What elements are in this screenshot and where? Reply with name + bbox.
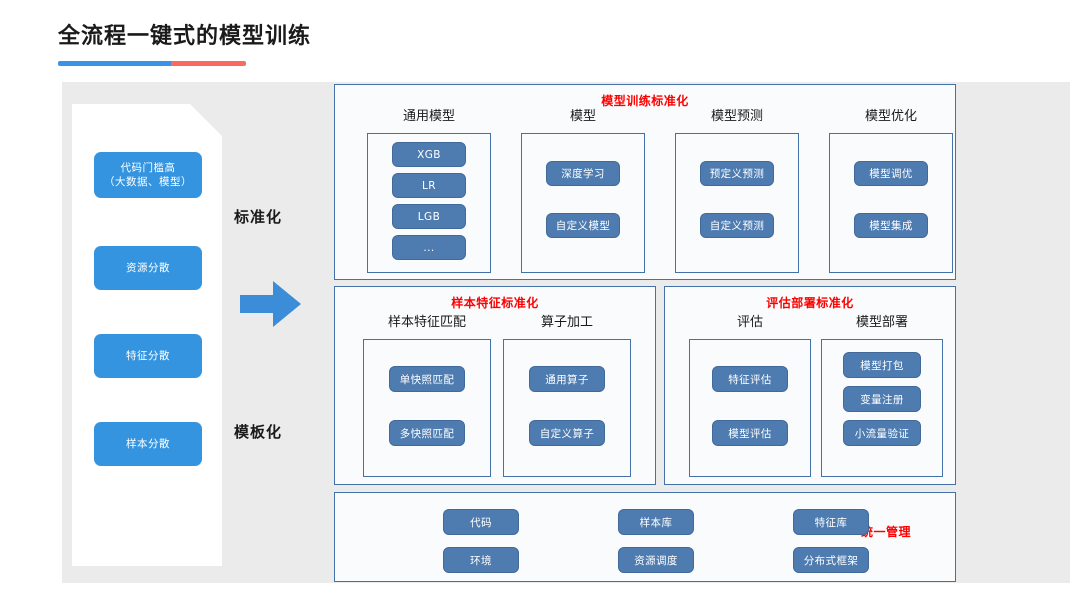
pain-point-label-line2: （大数据、模型） xyxy=(104,176,192,188)
panel-model-training: 模型训练标准化 通用模型 XGB LR LGB ... 模型 深度学习 自定义模… xyxy=(334,84,956,280)
infra-chip-sample-store[interactable]: 样本库 xyxy=(618,509,694,535)
panel-sample-feature: 样本特征标准化 样本特征匹配 单快照匹配 多快照匹配 算子加工 通用算子 自定义… xyxy=(334,286,656,485)
column-heading: 模型优化 xyxy=(864,109,917,124)
title-underline-rule xyxy=(58,61,246,66)
infra-chip-code[interactable]: 代码 xyxy=(443,509,519,535)
infrastructure-chip-grid: 代码 样本库 特征库 环境 资源调度 分布式框架 xyxy=(443,509,923,573)
column-box: 深度学习 自定义模型 xyxy=(521,133,645,273)
stage-label-standardize: 标准化 xyxy=(234,208,283,226)
column-heading: 模型部署 xyxy=(855,315,908,330)
infra-chip-resource-scheduling[interactable]: 资源调度 xyxy=(618,547,694,573)
pain-point-chip[interactable]: 样本分散 xyxy=(94,422,202,466)
model-chip-lgb[interactable]: LGB xyxy=(392,204,466,229)
column-box: 预定义预测 自定义预测 xyxy=(675,133,799,273)
column-box: XGB LR LGB ... xyxy=(367,133,491,273)
pain-points-card: 代码门槛高 （大数据、模型） 资源分散 特征分散 样本分散 xyxy=(72,104,222,566)
prediction-chip-custom[interactable]: 自定义预测 xyxy=(700,213,774,238)
column-heading: 模型预测 xyxy=(710,109,763,124)
stage-label-templatize: 模板化 xyxy=(234,423,283,441)
column-heading: 通用模型 xyxy=(402,109,455,124)
column-general-models: 通用模型 XGB LR LGB ... xyxy=(367,105,491,273)
deploy-chip-variable-register[interactable]: 变量注册 xyxy=(843,386,921,412)
diagram-canvas: 代码门槛高 （大数据、模型） 资源分散 特征分散 样本分散 标准化 模板化 模型… xyxy=(62,82,1070,583)
pain-point-chip[interactable]: 代码门槛高 （大数据、模型） xyxy=(94,152,202,198)
model-chip-custom-model[interactable]: 自定义模型 xyxy=(546,213,620,238)
pain-point-chip[interactable]: 特征分散 xyxy=(94,334,202,378)
column-heading: 样本特征匹配 xyxy=(387,315,466,330)
prediction-chip-predefined[interactable]: 预定义预测 xyxy=(700,161,774,186)
pain-point-label-line1: 代码门槛高 xyxy=(120,162,176,174)
column-heading: 评估 xyxy=(736,315,763,330)
infra-chip-distributed-framework[interactable]: 分布式框架 xyxy=(793,547,869,573)
pain-point-chip[interactable]: 资源分散 xyxy=(94,246,202,290)
pain-point-label-line1: 资源分散 xyxy=(126,262,170,274)
pain-point-label-line1: 特征分散 xyxy=(126,350,170,362)
model-chip-more[interactable]: ... xyxy=(392,235,466,260)
column-box: 特征评估 模型评估 xyxy=(689,339,811,477)
match-chip-multi-snapshot[interactable]: 多快照匹配 xyxy=(389,420,465,446)
operator-chip-general[interactable]: 通用算子 xyxy=(529,366,605,392)
column-model-optimization: 模型优化 模型调优 模型集成 xyxy=(829,105,953,273)
column-box: 单快照匹配 多快照匹配 xyxy=(363,339,491,477)
match-chip-single-snapshot[interactable]: 单快照匹配 xyxy=(389,366,465,392)
column-model: 模型 深度学习 自定义模型 xyxy=(521,105,645,273)
column-box: 通用算子 自定义算子 xyxy=(503,339,631,477)
column-heading: 算子加工 xyxy=(540,315,593,330)
column-evaluation: 评估 特征评估 模型评估 xyxy=(689,311,811,479)
model-chip-xgb[interactable]: XGB xyxy=(392,142,466,167)
operator-chip-custom[interactable]: 自定义算子 xyxy=(529,420,605,446)
right-arrow-icon xyxy=(240,279,302,329)
page-title: 全流程一键式的模型训练 xyxy=(58,24,312,49)
optimization-chip-tuning[interactable]: 模型调优 xyxy=(854,161,928,186)
panel-title: 模型训练标准化 xyxy=(601,94,689,108)
column-model-deployment: 模型部署 模型打包 变量注册 小流量验证 xyxy=(821,311,943,479)
panel-eval-deploy: 评估部署标准化 评估 特征评估 模型评估 模型部署 模型打包 变量注册 小流量验… xyxy=(664,286,956,485)
optimization-chip-ensemble[interactable]: 模型集成 xyxy=(854,213,928,238)
infra-chip-environment[interactable]: 环境 xyxy=(443,547,519,573)
deploy-chip-canary-validation[interactable]: 小流量验证 xyxy=(843,420,921,446)
column-model-prediction: 模型预测 预定义预测 自定义预测 xyxy=(675,105,799,273)
deploy-chip-packaging[interactable]: 模型打包 xyxy=(843,352,921,378)
panel-title: 统一管理 xyxy=(860,525,911,539)
model-chip-lr[interactable]: LR xyxy=(392,173,466,198)
rule-segment-red xyxy=(170,61,246,66)
column-heading: 模型 xyxy=(569,109,596,124)
pain-point-label-line1: 样本分散 xyxy=(126,438,170,450)
infra-chip-feature-store[interactable]: 特征库 xyxy=(793,509,869,535)
column-operator-processing: 算子加工 通用算子 自定义算子 xyxy=(503,311,631,479)
rule-segment-blue xyxy=(58,61,171,66)
model-chip-deep-learning[interactable]: 深度学习 xyxy=(546,161,620,186)
column-box: 模型打包 变量注册 小流量验证 xyxy=(821,339,943,477)
panel-title: 样本特征标准化 xyxy=(451,296,539,310)
eval-chip-feature-eval[interactable]: 特征评估 xyxy=(712,366,788,392)
column-sample-feature-match: 样本特征匹配 单快照匹配 多快照匹配 xyxy=(363,311,491,479)
column-box: 模型调优 模型集成 xyxy=(829,133,953,273)
eval-chip-model-eval[interactable]: 模型评估 xyxy=(712,420,788,446)
panel-unified-management: 统一管理 代码 样本库 特征库 环境 资源调度 分布式框架 xyxy=(334,492,956,582)
panel-title: 评估部署标准化 xyxy=(766,296,854,310)
